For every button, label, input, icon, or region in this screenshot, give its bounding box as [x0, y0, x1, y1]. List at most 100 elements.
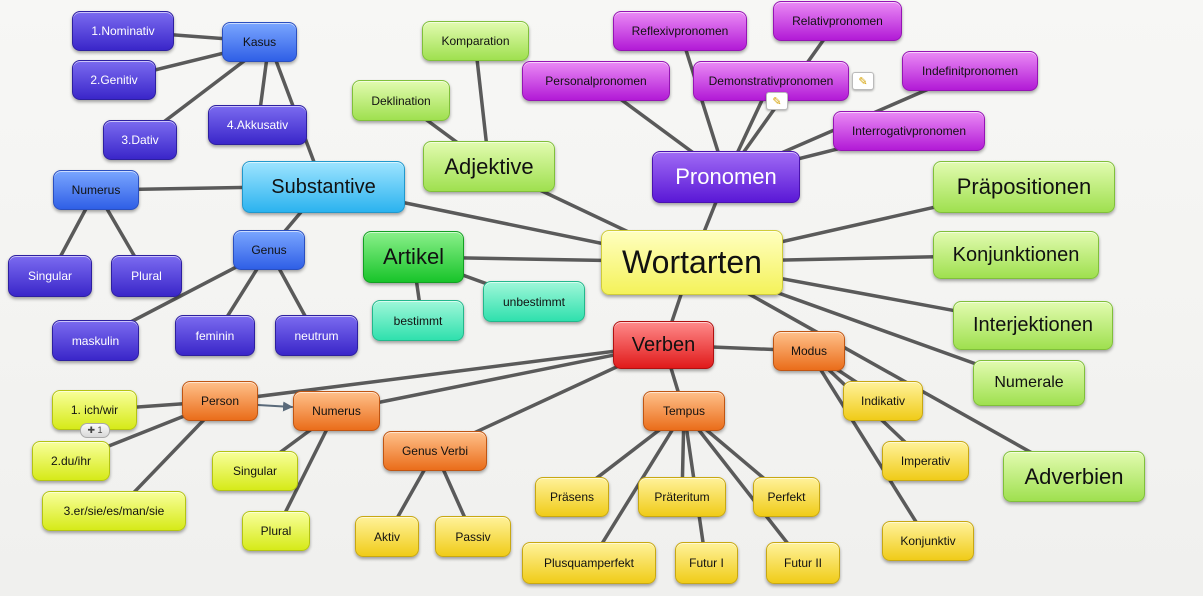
node-praepositionen[interactable]: Präpositionen	[933, 161, 1115, 213]
node-feminin[interactable]: feminin	[175, 315, 255, 356]
node-label: Genus Verbi	[401, 444, 469, 458]
node-dativ[interactable]: 3.Dativ	[103, 120, 177, 160]
node-label: Relativpronomen	[792, 14, 883, 28]
note-icon[interactable]: ✎	[766, 92, 788, 110]
node-indefinitpronomen[interactable]: Indefinitpronomen	[902, 51, 1038, 91]
node-plural-verben[interactable]: Plural	[242, 511, 310, 551]
node-aktiv[interactable]: Aktiv	[355, 516, 419, 557]
node-konjunktiv[interactable]: Konjunktiv	[882, 521, 974, 561]
node-label: Wortarten	[622, 244, 762, 280]
node-tempus[interactable]: Tempus	[643, 391, 725, 431]
node-label: Konjunktionen	[952, 243, 1080, 266]
node-genus-verbi[interactable]: Genus Verbi	[383, 431, 487, 471]
node-label: Reflexivpronomen	[631, 24, 729, 38]
node-label: Präsens	[549, 490, 595, 504]
edge	[807, 349, 930, 543]
node-label: Singular	[232, 464, 278, 478]
node-label: Interjektionen	[972, 314, 1094, 336]
node-interrogativpronomen[interactable]: Interrogativpronomen	[833, 111, 985, 151]
node-personalpronomen[interactable]: Personalpronomen	[522, 61, 670, 101]
node-label: 4.Akkusativ	[226, 118, 289, 132]
node-label: Kasus	[242, 35, 277, 49]
node-pronomen[interactable]: Pronomen	[652, 151, 800, 203]
node-wortarten[interactable]: Wortarten	[601, 230, 783, 295]
node-artikel[interactable]: Artikel	[363, 231, 464, 283]
node-praeteritum[interactable]: Präteritum	[638, 477, 726, 517]
node-label: Numerus	[312, 404, 361, 418]
node-adjektive[interactable]: Adjektive	[423, 141, 555, 192]
node-interjektionen[interactable]: Interjektionen	[953, 301, 1113, 350]
node-plusquamperfekt[interactable]: Plusquamperfekt	[522, 542, 656, 584]
note-icon[interactable]: ✎	[852, 72, 874, 90]
node-label: 1.Nominativ	[91, 24, 155, 38]
node-person[interactable]: Person	[182, 381, 258, 421]
node-nominativ[interactable]: 1.Nominativ	[72, 11, 174, 51]
node-label: Indefinitpronomen	[921, 64, 1019, 78]
node-label: Substantive	[271, 175, 376, 198]
node-numerus-substantive[interactable]: Numerus	[53, 170, 139, 210]
node-passiv[interactable]: Passiv	[435, 516, 511, 557]
node-plural-substantive[interactable]: Plural	[111, 255, 182, 297]
node-label: Deklination	[371, 93, 431, 108]
node-label: Imperativ	[900, 454, 951, 468]
node-label: Indikativ	[860, 394, 906, 408]
node-label: Futur I	[689, 556, 724, 570]
badge-label: ✚ 1	[87, 425, 103, 435]
node-verben[interactable]: Verben	[613, 321, 714, 369]
node-unbestimmt[interactable]: unbestimmt	[483, 281, 585, 322]
node-label: Pronomen	[675, 164, 777, 189]
node-label: Präpositionen	[956, 174, 1092, 199]
node-label: Numerus	[71, 183, 121, 197]
node-konjunktionen[interactable]: Konjunktionen	[933, 231, 1099, 279]
node-label: Numerale	[994, 374, 1064, 391]
node-numerus-verben[interactable]: Numerus	[293, 391, 380, 431]
node-label: Perfekt	[767, 490, 806, 504]
node-singular-verben[interactable]: Singular	[212, 451, 298, 491]
node-label: Plural	[131, 269, 162, 283]
node-er-sie-es[interactable]: 3.er/sie/es/man/sie	[42, 491, 186, 531]
node-label: Singular	[27, 269, 73, 283]
node-modus[interactable]: Modus	[773, 331, 845, 371]
node-praesens[interactable]: Präsens	[535, 477, 609, 517]
node-label: unbestimmt	[502, 294, 566, 309]
node-du-ihr[interactable]: 2.du/ihr	[32, 441, 110, 481]
node-kasus[interactable]: Kasus	[222, 22, 297, 62]
node-neutrum[interactable]: neutrum	[275, 315, 358, 356]
node-futur-2[interactable]: Futur II	[766, 542, 840, 584]
node-imperativ[interactable]: Imperativ	[882, 441, 969, 481]
node-label: 2.Genitiv	[90, 73, 138, 87]
node-maskulin[interactable]: maskulin	[52, 320, 139, 361]
node-akkusativ[interactable]: 4.Akkusativ	[208, 105, 307, 145]
node-label: Genus	[251, 243, 287, 257]
node-label: Interrogativpronomen	[851, 124, 967, 138]
node-genus[interactable]: Genus	[233, 230, 305, 270]
node-label: Artikel	[382, 244, 445, 269]
node-reflexivpronomen[interactable]: Reflexivpronomen	[613, 11, 747, 51]
node-label: 3.Dativ	[121, 133, 159, 147]
node-label: Futur II	[783, 556, 822, 570]
node-label: Verben	[631, 333, 696, 356]
node-genitiv[interactable]: 2.Genitiv	[72, 60, 156, 100]
node-label: Plusquamperfekt	[543, 556, 635, 570]
node-label: bestimmt	[393, 313, 443, 328]
expand-badge[interactable]: ✚ 1	[80, 423, 110, 438]
node-label: Modus	[790, 344, 828, 358]
node-futur-1[interactable]: Futur I	[675, 542, 738, 584]
edge	[334, 343, 666, 413]
node-label: Personalpronomen	[545, 74, 647, 88]
node-indikativ[interactable]: Indikativ	[843, 381, 923, 421]
node-label: maskulin	[71, 333, 120, 348]
node-komparation[interactable]: Komparation	[422, 21, 529, 61]
edge	[690, 260, 1075, 478]
node-deklination[interactable]: Deklination	[352, 80, 450, 121]
node-bestimmt[interactable]: bestimmt	[372, 300, 464, 341]
node-label: Tempus	[662, 404, 706, 418]
node-perfekt[interactable]: Perfekt	[753, 477, 820, 517]
node-numerale[interactable]: Numerale	[973, 360, 1085, 406]
node-adverbien[interactable]: Adverbien	[1003, 451, 1145, 502]
node-singular-substantive[interactable]: Singular	[8, 255, 92, 297]
node-relativpronomen[interactable]: Relativpronomen	[773, 1, 902, 41]
node-substantive[interactable]: Substantive	[242, 161, 405, 213]
node-label: feminin	[195, 328, 235, 343]
